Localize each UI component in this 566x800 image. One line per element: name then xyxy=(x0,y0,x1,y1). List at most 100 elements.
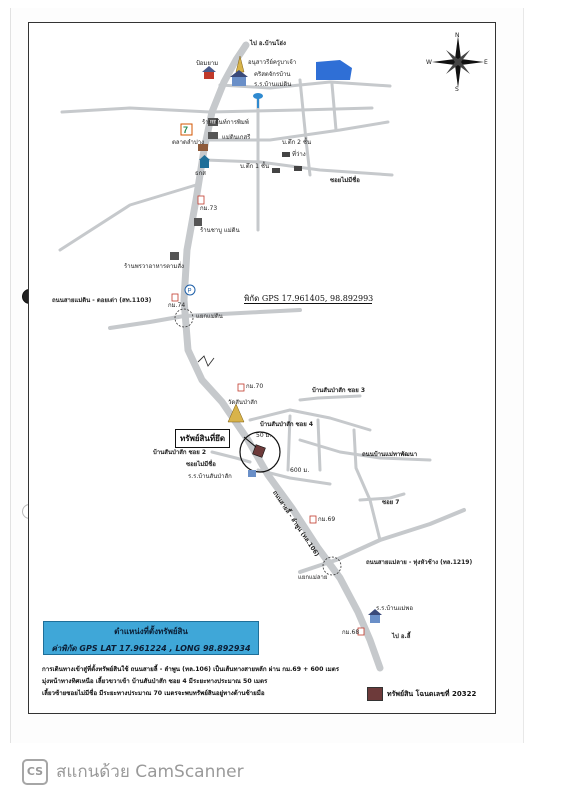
camscanner-text: สแกนด้วย CamScanner xyxy=(56,762,244,782)
bank-icon xyxy=(199,155,210,168)
map-frame xyxy=(28,22,496,714)
camscanner-logo-icon: CS xyxy=(22,758,48,785)
label-maedin-store: แม่ดินเกสรี xyxy=(222,134,251,141)
label-soi-7: ซอย 7 xyxy=(382,499,400,506)
water-body xyxy=(316,60,352,80)
road-local-1 xyxy=(286,414,292,472)
market-icon xyxy=(198,144,208,151)
svg-text:P: P xyxy=(188,289,192,295)
directions-line-2: มุ่งหน้าทางทิศเหนือ เลี้ยวขวาเข้า บ้านสั… xyxy=(42,678,268,685)
compass-rose-icon xyxy=(432,36,484,88)
compass-east-label: E xyxy=(484,59,488,66)
road-vertical-3 xyxy=(330,82,338,132)
store-icon xyxy=(208,118,218,126)
road-soi-7 xyxy=(358,492,406,502)
label-ban-sanpasak-soi4: บ้านสันป่าสัก ซอย 4 xyxy=(260,421,314,428)
label-general-store: ร้านชาบู แม่ดิน xyxy=(200,227,240,234)
road-break-marker xyxy=(197,355,215,367)
maedin-junction-circle xyxy=(174,308,194,328)
info-box-title: ตำแหน่งที่ตั้งทรัพย์สิน xyxy=(114,627,188,636)
label-wat: วัดสันป่าสัก xyxy=(228,399,258,406)
label-dist-600: 600 ม. xyxy=(290,467,310,474)
road-local-2 xyxy=(316,418,322,472)
km-post-icon-4 xyxy=(309,515,317,524)
label-church: คริสตจักรบ้าน xyxy=(254,71,291,78)
label-school-ban-maedin: ร.ร.บ้านแม่ดิน xyxy=(254,81,292,88)
camscanner-watermark: CS สแกนด้วย CamScanner xyxy=(22,758,244,785)
label-km-69: กม.69 xyxy=(318,516,336,523)
church-icon xyxy=(230,70,248,86)
seven-eleven-icon: 7 xyxy=(180,123,193,136)
label-school-sanpasak: ร.ร.บ้านสันป่าสัก xyxy=(188,473,232,480)
label-market: ตลาดลำปาง xyxy=(172,139,204,146)
label-km-73: กม.73 xyxy=(200,205,218,212)
water-tower-icon xyxy=(253,93,263,108)
target-property-label: ทรัพย์สินที่ยึด xyxy=(175,429,231,448)
svg-text:7: 7 xyxy=(183,125,188,135)
label-restaurant: ร้านพรวาอาหารตามสั่ง xyxy=(124,263,184,270)
legend: ทรัพย์สิน โฉนดเลขที่ 20322 xyxy=(367,687,476,701)
label-maedin-junction: แยกแม่ดิน xyxy=(196,313,223,320)
label-police: ป้อมยาม xyxy=(196,60,219,67)
target-circle xyxy=(239,431,281,473)
label-dist-50: 50 ม. xyxy=(256,432,272,439)
label-soi-mai-mi-chue-top: ซอยไม่มีชื่อ xyxy=(330,177,360,184)
house-icon-2 xyxy=(294,166,302,171)
label-monument: อนุสาวรีย์ครูบาเจ้า xyxy=(248,59,297,66)
road-school xyxy=(256,468,332,486)
road-maelay xyxy=(298,508,466,574)
shop-icon xyxy=(208,132,218,139)
road-soi-4 xyxy=(248,408,372,432)
gps-subject-label: พิกัด GPS 17.961405, 98.892993 xyxy=(244,294,374,303)
school-icon-2 xyxy=(368,609,382,623)
label-ban-sanpasak-soi3: บ้านสันป่าสัก ซอย 3 xyxy=(312,387,366,394)
road-soi-3 xyxy=(298,394,362,402)
police-icon xyxy=(202,66,216,79)
road-west xyxy=(58,183,198,252)
label-soi-mai-mi-chue: ซอยไม่มีชื่อ xyxy=(186,461,216,468)
label-road-maedin: ถนนสายแม่ดิน - ดอยเต่า (สท.1103) xyxy=(52,297,152,304)
road-soi-2 xyxy=(210,450,252,464)
compass-south-label: S xyxy=(455,86,459,93)
label-km-70: กม.70 xyxy=(246,383,264,390)
target-parcel xyxy=(252,444,266,458)
label-wood-house: ที่ว่าง xyxy=(292,151,306,158)
road-mid-2 xyxy=(203,158,394,177)
label-km-74: กม.74 xyxy=(168,302,186,309)
road-vertical-2 xyxy=(298,78,312,177)
km-post-icon-2 xyxy=(171,293,179,302)
label-house-2floor: บ.ตึก 2 ชั้น xyxy=(282,139,312,146)
road-local-3 xyxy=(352,428,382,542)
road-north-west xyxy=(60,106,374,114)
compass-north-label: N xyxy=(455,32,460,39)
info-box-coords: ค่าพิกัด GPS LAT 17.961224 , LONG 98.892… xyxy=(51,644,251,653)
gas-station-icon: P xyxy=(184,284,196,296)
km-post-icon-3 xyxy=(237,383,245,392)
directions-line-1: การเดินทางเข้าสู่ที่ตั้งทรัพย์สินใช้ ถนน… xyxy=(42,666,340,673)
label-house-1floor: บ.ตึก 1 ชั้น xyxy=(240,163,270,170)
target-pointer xyxy=(243,436,257,448)
road-maedin xyxy=(108,308,302,330)
label-ban-sanpasak-soi2: บ้านสันป่าสัก ซอย 2 xyxy=(153,449,207,456)
house-icon-3 xyxy=(272,168,280,173)
km-post-icon-1 xyxy=(197,195,205,205)
label-road-maelay: ถนนสายแม่ลาย - ทุ่งหัวช้าง (ทล.1219) xyxy=(366,559,473,566)
wat-icon xyxy=(227,403,245,423)
location-info-box: ตำแหน่งที่ตั้งทรัพย์สิน ค่าพิกัด GPS LAT… xyxy=(43,621,259,655)
label-to-li: ไป อ.ลี้ xyxy=(392,633,411,640)
maelay-junction-circle xyxy=(322,556,342,576)
label-tent-store: ร้านเต๊นท์การพิมพ์ xyxy=(202,119,249,126)
label-maelay-junction: แยกแม่ลาย xyxy=(298,574,328,581)
restaurant-icon xyxy=(194,218,202,226)
school-icon-1 xyxy=(248,470,256,477)
label-to-ban-hong: ไป อ.บ้านโฮ่ง xyxy=(250,40,286,47)
compass-west-label: W xyxy=(426,59,432,66)
label-school-maepho: ร.ร.บ้านแม่พอ xyxy=(376,605,413,612)
legend-swatch xyxy=(367,687,383,701)
legend-label: ทรัพย์สิน โฉนดเลขที่ 20322 xyxy=(387,689,477,698)
house-icon-1 xyxy=(282,152,290,157)
label-km-68: กม.68 xyxy=(342,629,360,636)
label-road-maetha: ถนนบ้านแม่ทาพัฒนา xyxy=(362,451,418,458)
shop-icon-2 xyxy=(170,252,179,260)
